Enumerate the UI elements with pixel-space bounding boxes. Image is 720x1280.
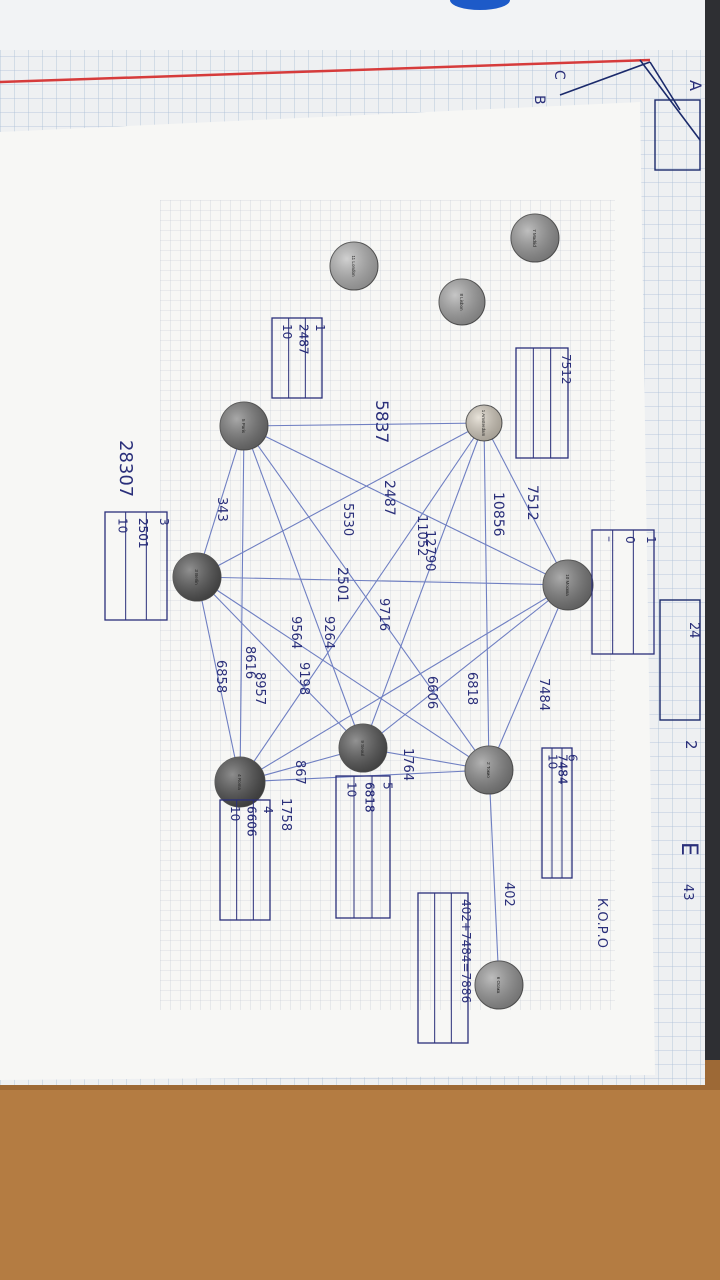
mark-a: A (686, 80, 705, 91)
total-sum: 28307 (115, 440, 136, 497)
edge-weight-label: 5837 (371, 400, 391, 443)
edge-weight-label: 12790 (422, 530, 437, 571)
node-label: 6 Осака (496, 977, 501, 994)
edge-weight-label: 1758 (278, 798, 293, 831)
edge-weight-label: 6606 (424, 676, 439, 709)
node-label: 11 London (351, 256, 356, 277)
node-label: 4 Roma (237, 774, 242, 790)
table-cell: 6818 (363, 782, 377, 813)
edge-weight-label: 2487 (381, 480, 397, 516)
table-cell: 3 (157, 518, 171, 526)
mark-c: C (551, 70, 567, 80)
edge-weight-label: 9716 (376, 598, 391, 631)
node-n9: 9 Seoul (339, 724, 387, 772)
table-cell: 4 (261, 806, 275, 814)
table-cell: 10 (280, 324, 294, 339)
edge-weight-label: 8957 (252, 672, 267, 705)
node-label: 3 Berlin (194, 569, 199, 585)
table-cell: 7484 (556, 754, 570, 785)
edge-weight-label: 343 (214, 497, 229, 522)
table-cell: 2487 (297, 324, 311, 355)
table-cell: 7512 (559, 354, 573, 385)
edge-weight-label: 6818 (464, 672, 479, 705)
mark-2: 2 (682, 740, 700, 750)
node-label: 7 Madrid (532, 229, 537, 247)
node-label: 9 Seoul (360, 740, 365, 755)
table-cell: 10 (345, 782, 359, 797)
table-cell: 6606 (245, 806, 259, 837)
table-cell: – (602, 536, 616, 542)
edge-weight-label: 6858 (213, 660, 228, 693)
node-n2: 2 Токио (465, 746, 513, 794)
mark-24: 24 (686, 622, 701, 639)
edge-weight-label: 9564 (288, 616, 303, 649)
table-background (0, 1060, 720, 1280)
edge-weight-label: 5530 (340, 503, 355, 536)
node-n3: 3 Berlin (173, 553, 221, 601)
edge-weight-label: 9264 (321, 616, 336, 649)
table-cell: 5 (381, 782, 395, 790)
node-label: 5 Paris (241, 419, 246, 434)
node-label: 8 Lisbon (459, 293, 464, 311)
node-n7: 7 Madrid (511, 214, 559, 262)
node-n8: 8 Lisbon (439, 279, 485, 325)
table-cell: 402+7484=7886 (459, 899, 473, 1003)
table-cell: 10 (115, 518, 129, 533)
mark-43: 43 (680, 884, 695, 901)
table-cell: 1 (644, 536, 658, 544)
edge-weight-label: 7512 (524, 485, 540, 521)
node-label: 1 Amsterdam (481, 410, 486, 437)
edge-weight-label: 7484 (536, 678, 551, 711)
mark-b: B (531, 95, 547, 105)
node-n1: 1 Amsterdam (466, 405, 502, 441)
edge-weight-label: 867 (292, 760, 307, 785)
edge-weight-label: 10856 (490, 492, 506, 537)
node-label: 2 Токио (486, 762, 491, 778)
node-n11: 11 London (330, 242, 378, 290)
node-label: 10 Москва (565, 574, 570, 596)
table-cell: 1 (313, 324, 327, 332)
edge-weight-label: 1764 (400, 748, 415, 781)
edge-weight-label: 402 (501, 882, 516, 907)
edge-weight-label: 9198 (296, 662, 311, 695)
table-cell: 10 (228, 806, 242, 821)
node-n10: 10 Москва (543, 560, 593, 610)
node-n5: 5 Paris (220, 402, 268, 450)
mark-e: E (676, 842, 701, 856)
table-cell: 0 (623, 536, 637, 544)
table-cell: 2501 (136, 518, 150, 549)
node-n6: 6 Осака (475, 961, 523, 1009)
corner-note: К.О.Р.О (594, 898, 609, 948)
edge-weight-label: 2501 (334, 567, 350, 603)
